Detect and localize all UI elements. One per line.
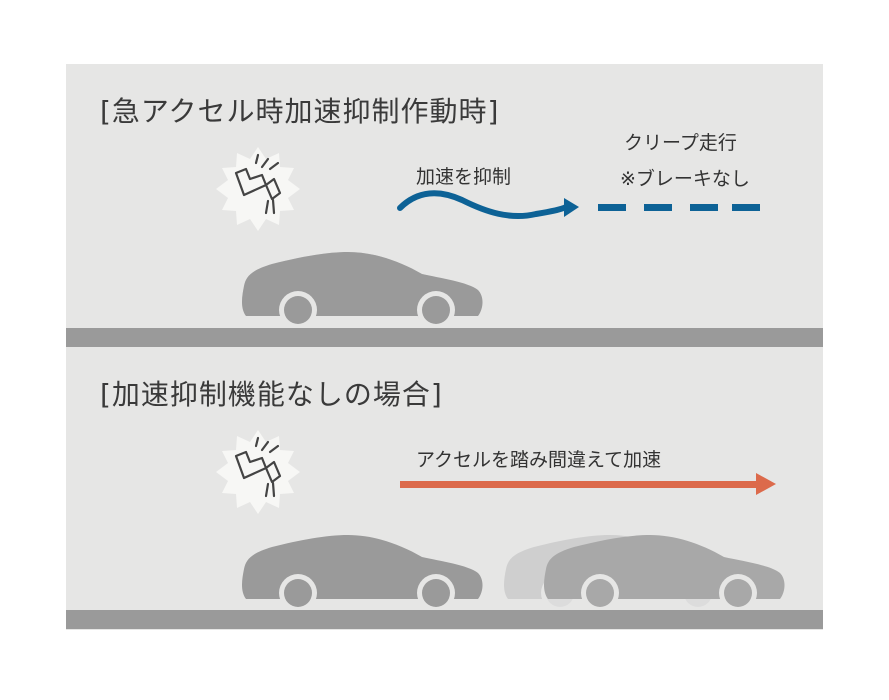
scene-without-suppression bbox=[216, 430, 785, 612]
label-creep: クリープ走行 bbox=[624, 132, 737, 154]
road-top bbox=[66, 328, 823, 347]
label-no-brake: ※ブレーキなし bbox=[620, 168, 750, 190]
accelerator-pedal-icon bbox=[216, 430, 300, 514]
car-main bbox=[242, 252, 483, 329]
car-advanced bbox=[544, 535, 785, 612]
creep-dashed-line bbox=[598, 204, 760, 211]
scene-with-suppression bbox=[216, 147, 760, 329]
suppression-arrow bbox=[397, 190, 579, 220]
panel-title-with-suppression: [急アクセル時加速抑制作動時] bbox=[100, 95, 500, 128]
panel-with-suppression: [急アクセル時加速抑制作動時] bbox=[66, 64, 823, 347]
panel-title-without-suppression: [加速抑制機能なしの場合] bbox=[100, 378, 443, 411]
label-suppression: 加速を抑制 bbox=[416, 166, 512, 188]
acceleration-arrow bbox=[400, 473, 776, 495]
road-bottom bbox=[66, 610, 823, 629]
panel-without-suppression: [加速抑制機能なしの場合] bbox=[66, 347, 823, 630]
foot-on-pedal-icon bbox=[234, 436, 282, 498]
foot-on-pedal-icon bbox=[234, 153, 282, 215]
label-pedal-mistake: アクセルを踏み間違えて加速 bbox=[416, 449, 662, 471]
accelerator-pedal-icon bbox=[216, 147, 300, 231]
car-main bbox=[242, 535, 483, 612]
